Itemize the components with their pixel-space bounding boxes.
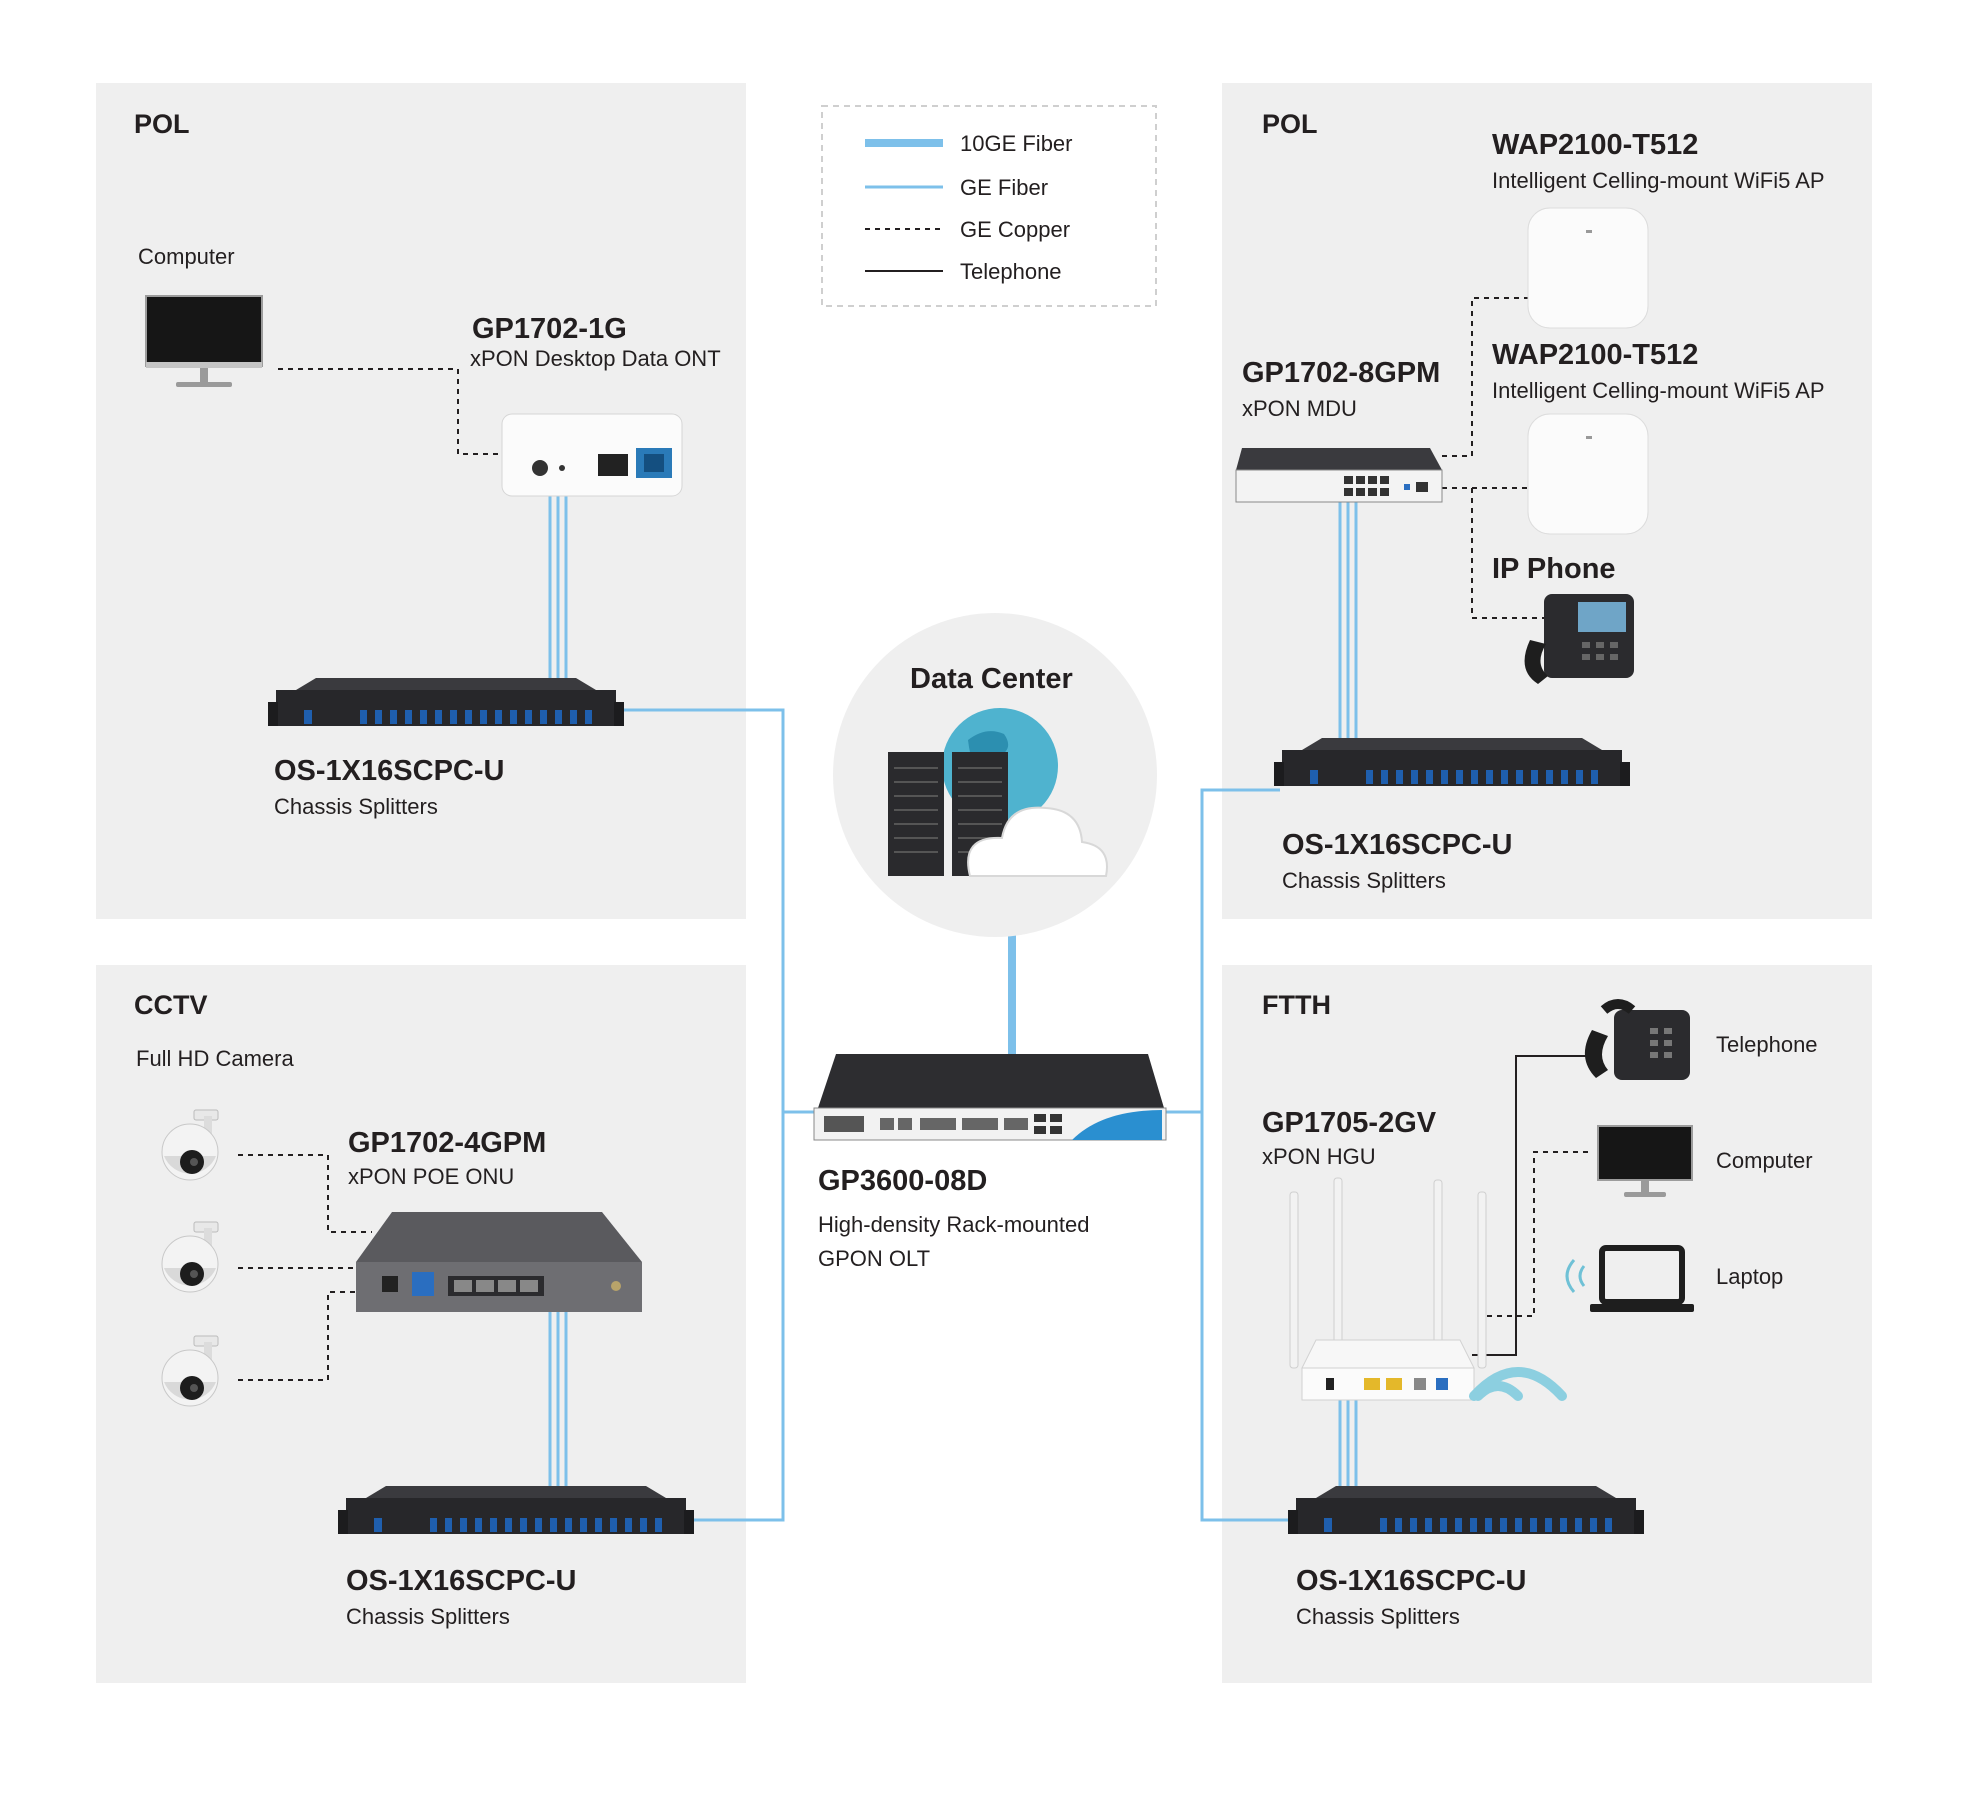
splitter-description: Chassis Splitters [274,794,438,819]
hgu-router-icon [1289,1177,1567,1401]
legend-box [821,105,1157,307]
splitter-description: Chassis Splitters [1282,868,1446,893]
hgu-model: GP1705-2GV [1262,1107,1437,1139]
splitter-icon [1288,1486,1644,1534]
laptop-label: Laptop [1716,1264,1783,1289]
poe-onu-icon [356,1212,642,1312]
ap-model: WAP2100-T512 [1492,129,1698,161]
monitor-icon [145,295,263,387]
copper-links [238,297,1588,1381]
mdu-description: xPON MDU [1242,396,1357,421]
telephone-label: Telephone [1716,1032,1818,1057]
legend-label: Telephone [960,259,1062,284]
ont-description: xPON Desktop Data ONT [470,346,721,371]
legend-label: GE Copper [960,217,1070,242]
data-center-icon [888,708,1108,877]
computer-label: Computer [1716,1148,1813,1173]
access-point-icon [1527,413,1649,535]
computer-label: Computer [138,244,235,269]
monitor-icon [1597,1125,1693,1197]
mdu-model: GP1702-8GPM [1242,357,1440,389]
telephone-link [1472,1055,1588,1356]
section-label-pol-left: POL [134,109,190,139]
legend-label: 10GE Fiber [960,131,1073,156]
section-label-cctv: CCTV [134,990,208,1020]
fiber-links [548,496,1358,1522]
pol-left-panel [96,83,746,919]
hgu-description: xPON HGU [1262,1144,1376,1169]
onu-description: xPON POE ONU [348,1164,514,1189]
legend-label: GE Fiber [960,175,1048,200]
access-point-icon [1527,207,1649,329]
splitter-description: Chassis Splitters [346,1604,510,1629]
section-label-pol-right: POL [1262,109,1318,139]
splitter-model: OS-1X16SCPC-U [274,755,504,787]
splitter-description: Chassis Splitters [1296,1604,1460,1629]
laptop-icon [1565,1245,1694,1312]
data-center-label: Data Center [910,663,1073,695]
olt-description-line2: GPON OLT [818,1246,930,1271]
splitter-icon [1274,738,1630,786]
onu-model: GP1702-4GPM [348,1127,546,1159]
camera-label: Full HD Camera [136,1046,294,1071]
splitter-icon [338,1486,694,1534]
splitter-model: OS-1X16SCPC-U [346,1565,576,1597]
cctv-panel [96,965,746,1683]
mdu-switch-icon [1235,448,1443,503]
desktop-ont-icon [501,413,683,497]
ftth-panel [1222,965,1872,1683]
ap-description: Intelligent Celling-mount WiFi5 AP [1492,168,1825,193]
olt-model: GP3600-08D [818,1165,987,1197]
ap-description: Intelligent Celling-mount WiFi5 AP [1492,378,1825,403]
ont-model: GP1702-1G [472,313,627,345]
splitter-icon [268,678,624,726]
ip-phone-icon [1524,594,1634,684]
olt-icon [813,1054,1167,1141]
splitter-model: OS-1X16SCPC-U [1282,829,1512,861]
ap-model: WAP2100-T512 [1492,339,1698,371]
olt-description-line1: High-density Rack-mounted [818,1212,1089,1237]
ip-phone-label: IP Phone [1492,553,1616,585]
section-label-ftth: FTTH [1262,990,1331,1020]
splitter-model: OS-1X16SCPC-U [1296,1565,1526,1597]
telephone-icon [1584,999,1690,1080]
